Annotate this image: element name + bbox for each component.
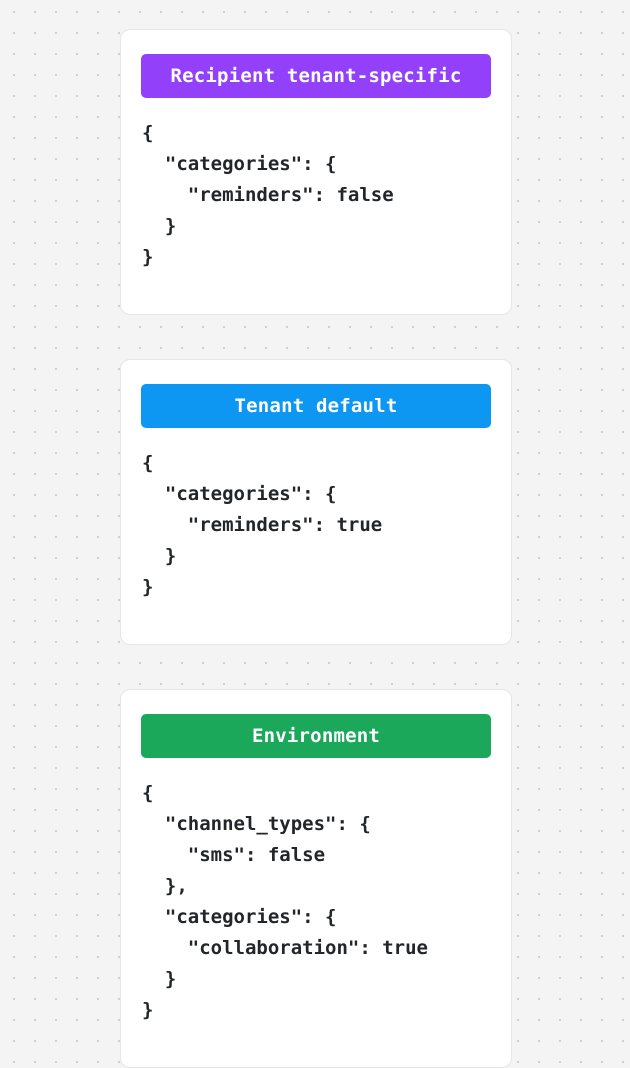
card-json-recipient-tenant-specific: { "categories": { "reminders": false } } bbox=[142, 122, 394, 268]
card-header-recipient-tenant-specific: Recipient tenant-specific bbox=[141, 54, 491, 98]
card-json-environment: { "channel_types": { "sms": false }, "ca… bbox=[142, 782, 428, 1021]
card-json-tenant-default: { "categories": { "reminders": true } } bbox=[142, 452, 383, 598]
card-tenant-default: Tenant default { "categories": { "remind… bbox=[120, 359, 512, 645]
card-recipient-tenant-specific: Recipient tenant-specific { "categories"… bbox=[120, 29, 512, 315]
card-environment: Environment { "channel_types": { "sms": … bbox=[120, 689, 512, 1068]
card-header-tenant-default: Tenant default bbox=[141, 384, 491, 428]
card-header-environment: Environment bbox=[141, 714, 491, 758]
settings-override-card-stack: Recipient tenant-specific { "categories"… bbox=[120, 29, 512, 1068]
